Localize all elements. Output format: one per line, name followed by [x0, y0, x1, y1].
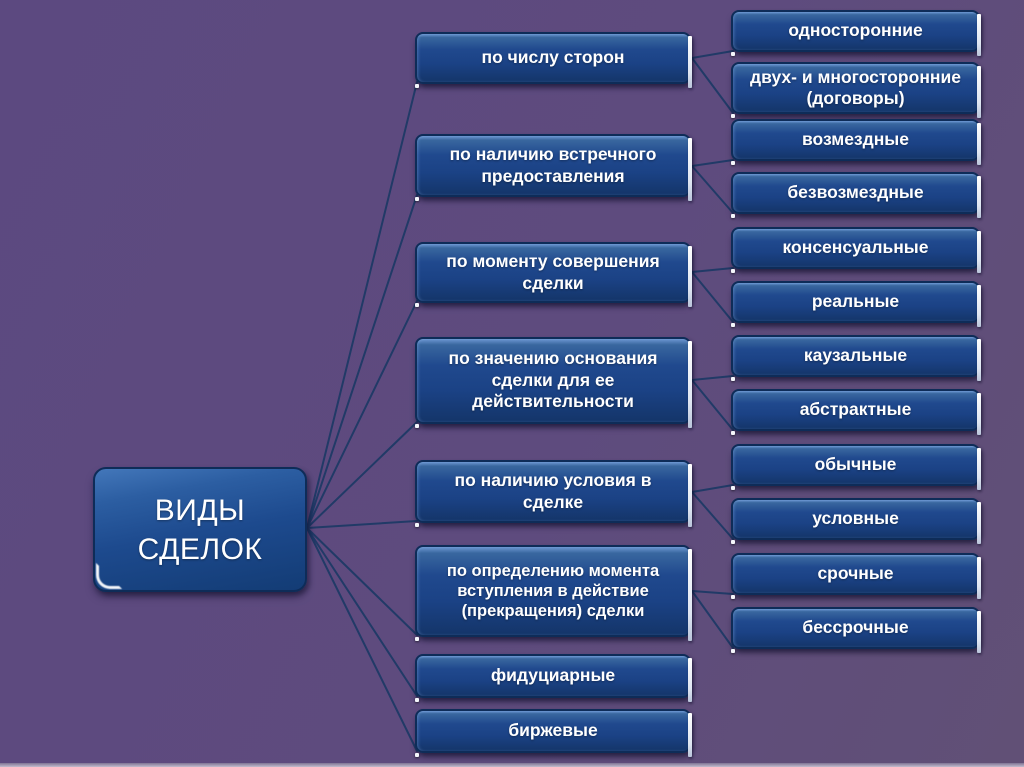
connector-line	[691, 375, 734, 381]
leaf-node-ordinary: обычные	[731, 444, 981, 490]
leaf-node-open-ended: бессрочные	[731, 607, 981, 653]
branch-node-label: по значению основания сделки для ее дейс…	[448, 348, 658, 412]
leaf-node-causal: каузальные	[731, 335, 981, 381]
connector-line	[306, 520, 418, 529]
connector-line	[306, 421, 418, 529]
branch-node-exchange: биржевые	[415, 709, 692, 757]
branch-node-label: по наличию условия в сделке	[454, 470, 652, 512]
leaf-node-real: реальные	[731, 281, 981, 327]
leaf-node-label: бессрочные	[802, 617, 909, 638]
branch-node-label: биржевые	[508, 720, 598, 741]
branch-node-label: фидуциарные	[490, 665, 616, 686]
connector-line	[306, 300, 418, 529]
connector-line	[691, 159, 734, 167]
connector-line	[691, 484, 734, 493]
connector-line	[691, 590, 734, 595]
leaf-node-conditional: условные	[731, 498, 981, 544]
branch-node-counter-provision: по наличию встречного предоставления	[415, 134, 692, 201]
connector-line	[691, 379, 734, 431]
branch-node-moment-of-completion: по моменту совершения сделки	[415, 242, 692, 307]
connector-line	[306, 527, 418, 752]
connector-line	[691, 590, 734, 649]
connector-line	[691, 491, 734, 540]
leaf-node-label: срочные	[817, 563, 894, 584]
leaf-node-compensated: возмездные	[731, 119, 981, 165]
connector-line	[691, 267, 734, 273]
branch-node-label: по определению момента вступления в дейс…	[446, 561, 660, 621]
leaf-node-gratuitous: безвозмездные	[731, 172, 981, 218]
branch-node-condition-presence: по наличию условия в сделке	[415, 460, 692, 527]
leaf-node-bilateral-multilateral: двух- и многосторонние (договоры)	[731, 62, 981, 118]
connector-line	[306, 81, 418, 529]
slide-bottom-edge	[0, 763, 1024, 767]
leaf-node-label: односторонние	[788, 20, 923, 41]
branch-node-fiduciary: фидуциарные	[415, 654, 692, 702]
leaf-node-abstract: абстрактные	[731, 389, 981, 435]
connector-line	[306, 194, 418, 529]
leaf-node-label: безвозмездные	[787, 182, 924, 203]
branch-node-effective-moment: по определению момента вступления в дейс…	[415, 545, 692, 641]
connector-line	[306, 527, 418, 636]
leaf-node-label: обычные	[814, 454, 897, 475]
branch-node-basis-significance: по значению основания сделки для ее дейс…	[415, 337, 692, 428]
connector-line	[306, 527, 418, 697]
root-node: ВИДЫ СДЕЛОК	[93, 467, 307, 592]
branch-node-label: по моменту совершения сделки	[446, 251, 660, 293]
branch-node-label: по числу сторон	[481, 47, 625, 68]
connector-line	[691, 165, 734, 214]
connector-line	[691, 57, 734, 114]
leaf-node-consensual: консенсуальные	[731, 227, 981, 273]
leaf-node-label: двух- и многосторонние (договоры)	[750, 66, 961, 108]
leaf-node-label: абстрактные	[799, 399, 912, 420]
leaf-node-label: каузальные	[803, 345, 908, 366]
leaf-node-label: условные	[812, 508, 899, 529]
root-node-label: ВИДЫ СДЕЛОК	[137, 493, 263, 566]
leaf-node-label: реальные	[811, 291, 900, 312]
branch-node-number-of-parties: по числу сторон	[415, 32, 692, 88]
connector-line	[691, 271, 734, 323]
connector-line	[691, 50, 734, 59]
leaf-node-unilateral: односторонние	[731, 10, 981, 56]
leaf-node-fixed-term: срочные	[731, 553, 981, 599]
branch-node-label: по наличию встречного предоставления	[449, 144, 657, 186]
leaf-node-label: возмездные	[802, 129, 909, 150]
leaf-node-label: консенсуальные	[782, 237, 929, 258]
